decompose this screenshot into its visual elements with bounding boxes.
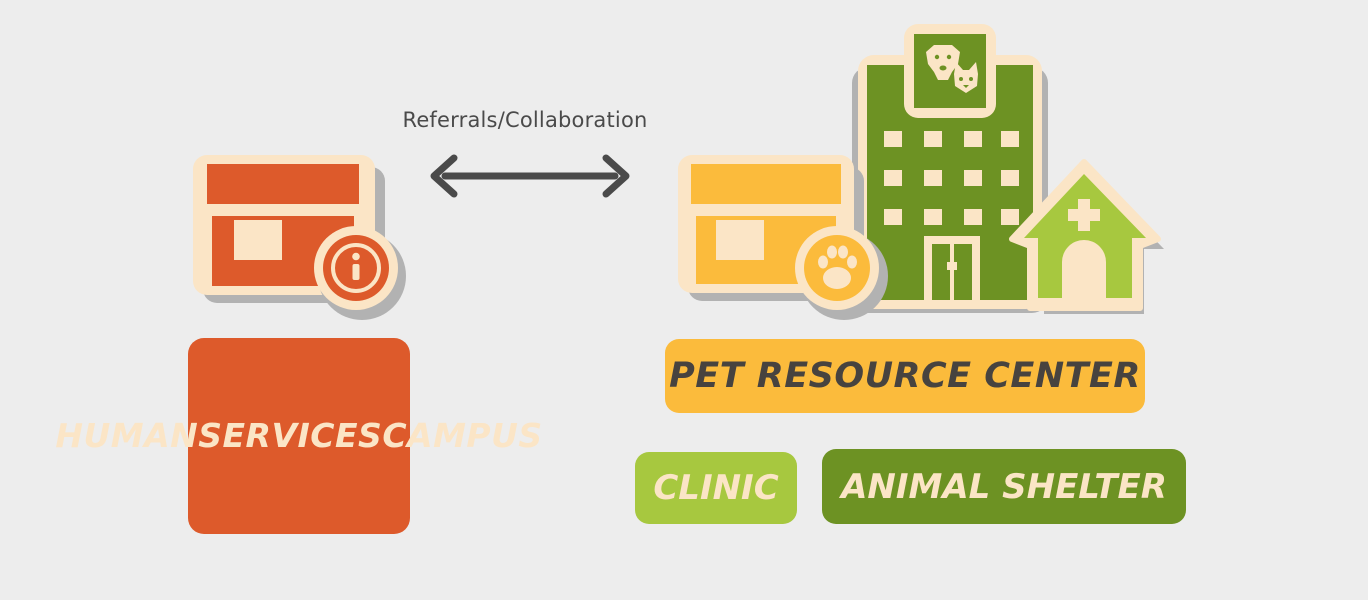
human-services-campus-label: HUMAN SERVICES CAMPUS	[55, 338, 542, 534]
info-badge-icon	[314, 226, 406, 320]
human-services-line-2: SERVICES	[198, 415, 383, 455]
bidirectional-arrow-icon	[430, 154, 630, 198]
hospital-building-icon	[852, 24, 1048, 313]
human-services-line-3: CAMPUS	[382, 415, 543, 455]
connector-label: Referrals/Collaboration	[402, 108, 648, 132]
human-services-line-1: HUMAN	[55, 415, 199, 455]
doghouse-cross-icon	[1009, 159, 1164, 314]
animal-shelter-label: ANIMAL SHELTER	[822, 449, 1186, 524]
pet-resource-center-label: PET RESOURCE CENTER	[665, 339, 1145, 413]
clinic-label: CLINIC	[635, 452, 797, 524]
dog-cat-icon	[926, 45, 978, 93]
paw-badge-icon	[795, 226, 888, 320]
